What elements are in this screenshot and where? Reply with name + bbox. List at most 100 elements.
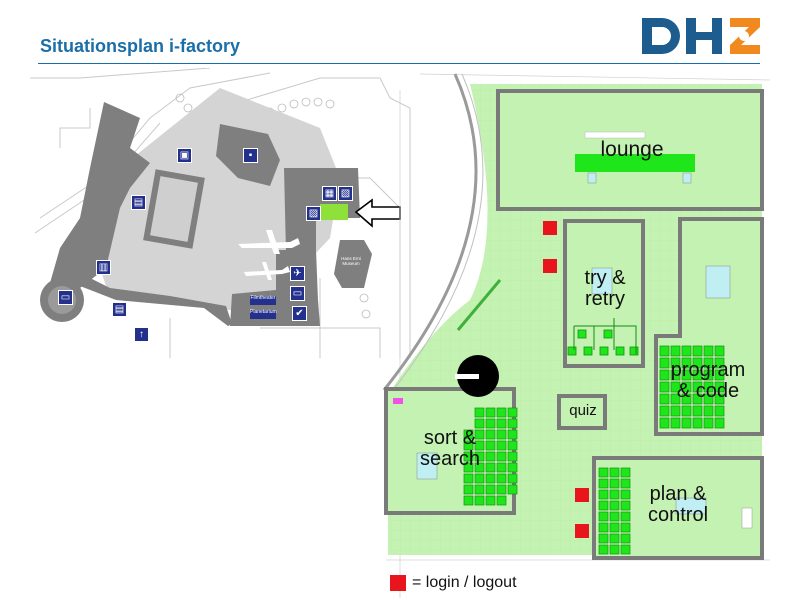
desk: [463, 473, 474, 484]
desk: [659, 417, 670, 429]
room-label-program-code: program & code: [670, 359, 746, 402]
desk: [703, 381, 714, 393]
desk: [714, 405, 725, 417]
dome-building-label: Planetarium: [250, 309, 277, 319]
info-icon: ▤: [112, 302, 127, 317]
desk: [659, 405, 670, 417]
entrance-marker: [455, 355, 499, 397]
curved-facade: [382, 73, 478, 391]
desk: [620, 511, 631, 522]
desk: [692, 393, 703, 405]
museum-label: Hans Erni Museum: [340, 256, 362, 270]
desk: [609, 500, 620, 511]
desk: [598, 522, 609, 533]
desk: [485, 418, 496, 429]
screen-icon: ▭: [290, 286, 305, 301]
legend-label: = login / logout: [412, 574, 517, 591]
desk-grid-sort: [463, 407, 518, 506]
desk: [485, 451, 496, 462]
desk: [670, 345, 681, 357]
title-divider: [38, 63, 760, 64]
floor-plan: [382, 73, 770, 598]
desk: [703, 369, 714, 381]
desk: [507, 462, 518, 473]
desk-grid-plan: [598, 467, 631, 555]
car-icon: ▥: [96, 260, 111, 275]
desk: [670, 393, 681, 405]
desk: [659, 357, 670, 369]
desk: [703, 357, 714, 369]
desk: [598, 500, 609, 511]
desk: [670, 381, 681, 393]
space-icon: ▨: [306, 206, 321, 221]
logo-letter-h: [686, 18, 722, 54]
desk: [598, 467, 609, 478]
desk: [485, 484, 496, 495]
desk: [703, 405, 714, 417]
desk: [598, 489, 609, 500]
desk: [485, 473, 496, 484]
desk: [670, 417, 681, 429]
desk: [474, 440, 485, 451]
desk: [463, 462, 474, 473]
cable-car-icon: ▦: [322, 186, 337, 201]
desk: [692, 345, 703, 357]
desk: [670, 405, 681, 417]
desk: [659, 369, 670, 381]
desk: [474, 484, 485, 495]
site-map: [20, 68, 420, 358]
desk: [620, 544, 631, 555]
desk: [485, 429, 496, 440]
desk: [496, 429, 507, 440]
desk: [609, 544, 620, 555]
desk: [609, 489, 620, 500]
desk: [507, 418, 518, 429]
desk: [659, 393, 670, 405]
desk: [485, 407, 496, 418]
login-terminal: [543, 221, 557, 235]
logo-letter-d: [642, 18, 680, 54]
desk: [598, 511, 609, 522]
desk: [507, 451, 518, 462]
cinema-building-label: Filmtheater: [250, 295, 276, 305]
bus-icon: ▪: [243, 148, 258, 163]
ship-icon: ▧: [338, 186, 353, 201]
desk: [670, 369, 681, 381]
legend: = login / logout: [390, 573, 517, 593]
desk: [507, 429, 518, 440]
room-label-plan-control: plan & control: [647, 483, 709, 526]
desk: [507, 484, 518, 495]
desk: [703, 345, 714, 357]
desk: [670, 357, 681, 369]
desk: [474, 462, 485, 473]
desk: [496, 451, 507, 462]
ramp: [456, 279, 502, 331]
desk: [463, 440, 474, 451]
plane-silhouettes: [238, 230, 300, 280]
desk: [598, 544, 609, 555]
desk: [474, 495, 485, 506]
room-label-quiz: quiz: [569, 402, 597, 419]
desk: [474, 429, 485, 440]
desk: [496, 407, 507, 418]
dhz-logo: [642, 18, 760, 54]
desk: [496, 473, 507, 484]
desk: [496, 418, 507, 429]
desk: [485, 462, 496, 473]
login-terminals: [543, 221, 589, 538]
desk: [485, 495, 496, 506]
i-factory-highlight: [320, 204, 348, 220]
desk: [620, 467, 631, 478]
building-link: [80, 278, 232, 326]
desk: [496, 495, 507, 506]
desk: [714, 369, 725, 381]
login-terminal: [575, 524, 589, 538]
entrance-up-icon: ↑: [134, 327, 149, 342]
desk: [692, 417, 703, 429]
desk: [609, 522, 620, 533]
desk: [692, 405, 703, 417]
monitor-icon: ▭: [58, 290, 73, 305]
desk: [474, 451, 485, 462]
login-legend-swatch: [390, 575, 406, 591]
desk: [714, 381, 725, 393]
